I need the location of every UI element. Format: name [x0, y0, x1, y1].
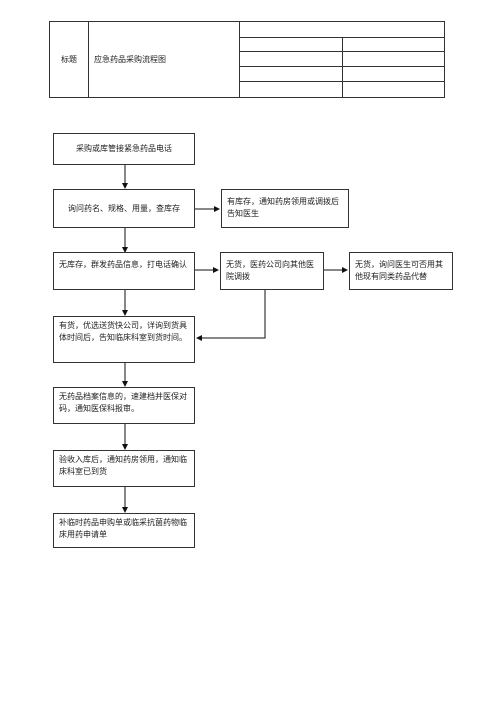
node-in-stock: 有库存，通知药房领用或调拨后告知医生: [221, 189, 349, 228]
node-start: 采购或库管接紧急药品电话: [53, 133, 195, 165]
arrow-hospital-to-has-goods: [196, 290, 266, 341]
header-title: 应急药品采购流程图: [88, 21, 240, 98]
header-blank-cell: [341, 81, 445, 98]
node-no-goods-doctor: 无货，询问医生可否用其他现有同类药品代替: [349, 252, 453, 290]
header-table: 标题 应急药品采购流程图: [49, 21, 445, 98]
node-supplement: 补临时药品申购单或临采抗菌药物临床用药申请单: [53, 513, 195, 548]
node-no-stock: 无库存，群发药品信息，打电话确认: [53, 252, 195, 290]
node-no-file: 无药品档案信息的，速建档并医保对码，通知医保科报审。: [53, 387, 195, 424]
header-label: 标题: [49, 21, 89, 98]
node-inquire: 询问药名、规格、用量，查库存: [53, 189, 195, 228]
node-has-goods: 有货，优选送货快公司，详询到货具体时间后，告知临床科室到货时间。: [53, 316, 195, 363]
node-no-goods-hospital: 无货，医药公司向其他医院调拨: [220, 252, 324, 290]
node-receive: 验收入库后，通知药房领用，通知临床科室已到货: [53, 450, 195, 487]
